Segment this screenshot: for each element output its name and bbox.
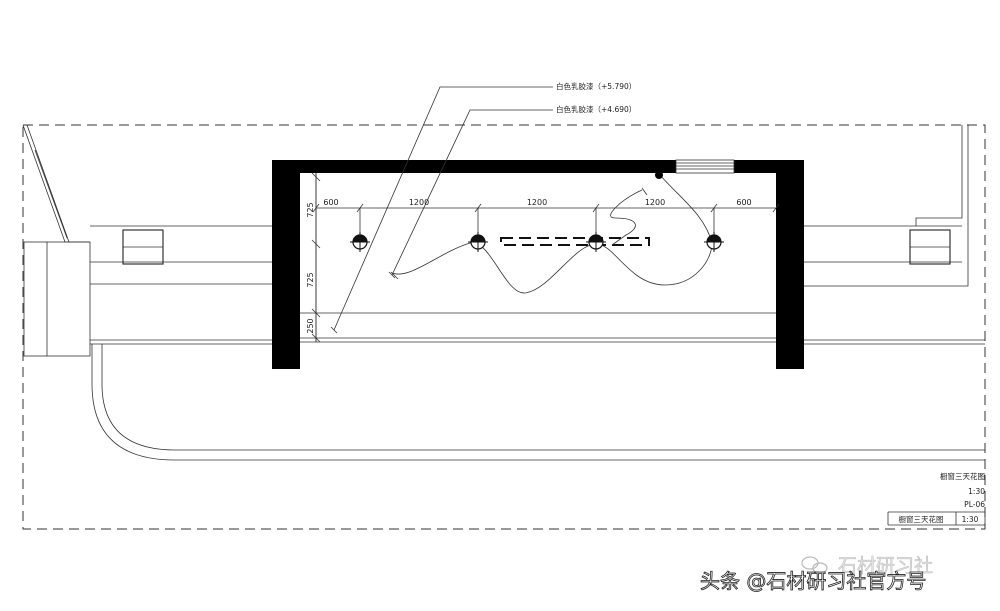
dim-h-4: 1200 bbox=[645, 198, 665, 207]
horizontal-dimensions: 600 1200 1200 1200 600 bbox=[312, 198, 780, 232]
switch-icon bbox=[655, 171, 663, 179]
title-name: 橱窗三天花图 bbox=[940, 471, 985, 481]
downlight-icon bbox=[704, 232, 724, 252]
light-strip-dashed bbox=[500, 237, 650, 246]
dim-v-2: 725 bbox=[306, 272, 315, 287]
watermark-bottom: 头条 @石材研习社官方号 bbox=[700, 569, 926, 593]
annotation-leaders bbox=[330, 86, 553, 334]
vertical-dimensions: 725 725 250 bbox=[306, 172, 321, 343]
outer-dashed-boundary bbox=[22, 124, 986, 530]
watermark: 石材研习社 头条 @石材研习社官方号 bbox=[700, 555, 934, 594]
dim-tick bbox=[772, 203, 780, 213]
left-structure bbox=[22, 124, 272, 357]
dim-v-3: 250 bbox=[306, 318, 315, 333]
wechat-icon bbox=[801, 556, 828, 574]
annotation-upper: 白色乳胶漆（+5.790） bbox=[556, 81, 636, 91]
downlight-icon bbox=[586, 232, 606, 252]
dim-h-1: 600 bbox=[323, 198, 338, 207]
dim-h-3: 1200 bbox=[527, 198, 547, 207]
downlight-icon bbox=[468, 232, 488, 252]
title-scale: 1:30 bbox=[968, 487, 985, 496]
dim-v-1: 725 bbox=[306, 202, 315, 217]
curved-wall bbox=[91, 344, 985, 461]
title-block bbox=[887, 511, 986, 526]
dim-h-5: 600 bbox=[736, 198, 751, 207]
window-opening bbox=[675, 159, 735, 174]
title-scale-boxed: 1:30 bbox=[962, 515, 979, 524]
title-code: PL-06 bbox=[964, 500, 985, 509]
right-structure bbox=[804, 125, 985, 345]
downlights bbox=[350, 232, 724, 252]
annotation-lower: 白色乳胶漆（+4.690） bbox=[556, 104, 636, 114]
watermark-top: 石材研习社 bbox=[838, 555, 933, 577]
wiring-curve bbox=[391, 174, 713, 294]
window-walls bbox=[272, 160, 804, 369]
title-name-boxed: 橱窗三天花图 bbox=[899, 514, 944, 524]
downlight-icon bbox=[350, 232, 370, 252]
dim-h-2: 1200 bbox=[409, 198, 429, 207]
